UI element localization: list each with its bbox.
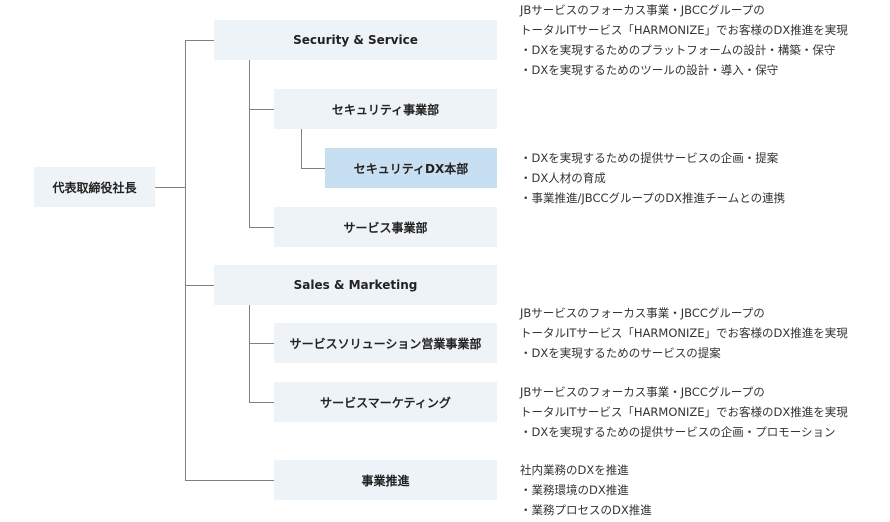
connector-main-trunk [185, 40, 186, 480]
description-business-promotion: 社内業務のDXを推進 ・業務環境のDX推進 ・業務プロセスのDX推進 [520, 460, 652, 520]
description-line: JBサービスのフォーカス事業・JBCCグループの [520, 306, 765, 320]
connector-to-security-division [249, 109, 274, 110]
description-line: ・DXを実現するためのプラットフォームの設計・構築・保守 [520, 43, 836, 57]
node-sales-marketing: Sales & Marketing [214, 265, 497, 305]
node-service-division: サービス事業部 [274, 207, 497, 247]
connector-security-trunk [249, 60, 250, 227]
description-line: JBサービスのフォーカス事業・JBCCグループの [520, 3, 765, 17]
description-line: ・DXを実現するための提供サービスの企画・プロモーション [520, 425, 836, 439]
connector-to-business-promotion [185, 480, 274, 481]
connector-root-to-trunk [155, 187, 185, 188]
description-service-solution-sales: JBサービスのフォーカス事業・JBCCグループの トータルITサービス「HARM… [520, 303, 848, 363]
connector-to-security-dx-division [301, 168, 325, 169]
description-line: ・業務環境のDX推進 [520, 483, 629, 497]
connector-sales-trunk [249, 305, 250, 403]
connector-to-service-marketing [249, 402, 274, 403]
description-line: 社内業務のDXを推進 [520, 463, 629, 477]
node-business-promotion: 事業推進 [274, 460, 497, 500]
description-security-service: JBサービスのフォーカス事業・JBCCグループの トータルITサービス「HARM… [520, 0, 848, 80]
description-line: ・DXを実現するためのツールの設計・導入・保守 [520, 63, 779, 77]
node-security-division: セキュリティ事業部 [274, 89, 497, 129]
description-line: ・DXを実現するための提供サービスの企画・提案 [520, 151, 779, 165]
description-line: ・事業推進/JBCCグループのDX推進チームとの連携 [520, 191, 786, 205]
root-node: 代表取締役社長 [34, 167, 155, 207]
connector-to-security-service [185, 40, 214, 41]
description-line: トータルITサービス「HARMONIZE」でお客様のDX推進を実現 [520, 23, 848, 37]
node-service-solution-sales-division: サービスソリューション営業事業部 [274, 323, 497, 363]
description-service-marketing: JBサービスのフォーカス事業・JBCCグループの トータルITサービス「HARM… [520, 382, 848, 442]
connector-to-service-division [249, 227, 274, 228]
description-line: トータルITサービス「HARMONIZE」でお客様のDX推進を実現 [520, 326, 848, 340]
connector-to-service-solution [249, 343, 274, 344]
description-line: JBサービスのフォーカス事業・JBCCグループの [520, 385, 765, 399]
connector-to-sales-marketing [185, 285, 214, 286]
node-security-dx-division: セキュリティDX本部 [325, 148, 497, 188]
description-line: ・業務プロセスのDX推進 [520, 503, 652, 517]
node-service-marketing: サービスマーケティング [274, 382, 497, 422]
node-security-service: Security & Service [214, 20, 497, 60]
description-line: ・DX人材の育成 [520, 171, 606, 185]
description-security-dx-division: ・DXを実現するための提供サービスの企画・提案 ・DX人材の育成 ・事業推進/J… [520, 148, 785, 208]
description-line: ・DXを実現するためのサービスの提案 [520, 346, 721, 360]
description-line: トータルITサービス「HARMONIZE」でお客様のDX推進を実現 [520, 405, 848, 419]
connector-security-division-trunk [301, 129, 302, 169]
